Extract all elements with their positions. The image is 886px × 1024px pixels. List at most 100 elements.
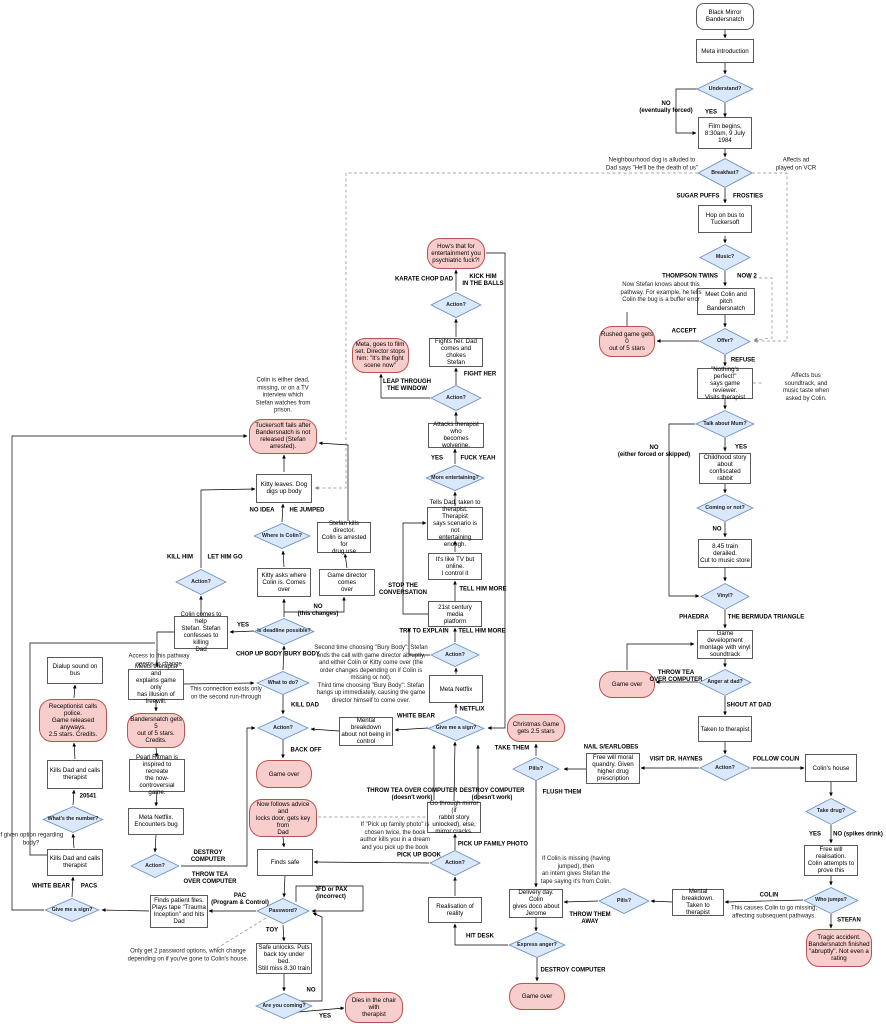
decision-vinyl: Vinyl?	[700, 582, 750, 610]
flow-edge	[101, 908, 150, 912]
node-meta-introduction: Meta introduction	[696, 39, 754, 63]
flow-edge	[650, 899, 673, 903]
node-free-will-moral-quandry: Free will moral quandry. Given higher dr…	[586, 752, 640, 784]
ending-bandersnatch-gets-5-out: Bandersnatch gets 5 out of 5 stars. Cred…	[127, 712, 185, 748]
node-meta-netflix-encounters-bug: Meta Netflix. Encounters bug	[128, 807, 184, 835]
node-kitty-asks-where-colin: Kitty asks where Colin is. Comes over	[257, 567, 311, 597]
node-fights-her-dad-comes: Fights her. Dad comes and chokes Stefan	[429, 337, 483, 367]
node-game-director-comes-over: Game director comes over	[319, 568, 375, 596]
node-game-development-montage-with: Game development montage with vinyl soun…	[697, 629, 753, 659]
node-8-45-train-derailed: 8.45 train derailed. Cut to music store	[698, 538, 752, 568]
edge-label-frosties: FROSTIES	[732, 193, 764, 200]
decision-action: Action?	[257, 716, 309, 740]
flow-edge	[297, 1006, 345, 1013]
edge-label-shout-at-dad: SHOUT AT DAD	[726, 702, 772, 709]
ending-game-over: Game over	[509, 982, 565, 1010]
decision-music: Music?	[699, 243, 751, 271]
edge-label-fight-her: FIGHT HER	[463, 371, 497, 378]
annotation-second-time-choosing-bury: Second time choosing "Bury Body": Stefan…	[314, 645, 428, 704]
edge-label-pick-up-book: PICK UP BOOK	[397, 852, 441, 859]
diamond-shape	[695, 410, 755, 438]
edge-label-visit-dr-haynes: VISIT DR. HAYNES	[649, 756, 703, 763]
edge-label-nail-s-earlobes: NAIL S/EARLOBES	[583, 744, 639, 751]
edge-label-back-off: BACK OFF	[290, 747, 322, 754]
node-it-s-like-tv: It's like TV but online. I control it	[428, 552, 482, 580]
edge-label-20541: 20541	[79, 793, 97, 800]
node-hop-on-bus-to: Hop on bus to Tuckersoft	[698, 205, 752, 233]
node-realisation-of-reality: Realisation of reality	[428, 897, 482, 923]
ending-tuckersoft-fails-after-bandersnatch: Tuckersoft fails after Bandersnatch is n…	[249, 418, 317, 454]
edge-label-he-jumped: HE JUMPED	[289, 507, 325, 514]
node-safe-unlocks-puts-back: Safe unlocks. Puts back toy under bed. S…	[256, 942, 312, 974]
node-finds-patient-files-plays: Finds patient files. Plays tape "Trauma …	[150, 894, 208, 928]
node-21st-century-media-platform: 21st century media platform	[428, 601, 482, 627]
ending-meta-goes-to-film: Meta, goes to film set. Director stops h…	[351, 337, 409, 373]
node-mental-breakdown-about-not: Mental breakdown about not being in cont…	[339, 716, 393, 746]
ending-christmas-game-gets-2: Christmas Game gets 2.5 stars	[507, 714, 565, 742]
decision-give-me-a-sign: Give me a sign?	[44, 898, 100, 922]
node-kitty-leaves-dog-digs: Kitty leaves. Dog digs up body	[256, 473, 312, 503]
edge-label-destroy-computer: DESTROY COMPUTER	[540, 967, 606, 974]
edge-label-phaedra: PHAEDRA	[679, 614, 709, 621]
edge-label-try-to-explain: TRY TO EXPLAIN	[399, 628, 449, 635]
edge-label-yes: YES	[704, 109, 718, 116]
flow-edge	[282, 645, 286, 671]
diamond-shape	[253, 617, 315, 645]
decision-coming-or-not: Coming or not?	[696, 494, 754, 522]
flow-edge	[72, 742, 77, 760]
decision-pills: Pills?	[512, 757, 560, 781]
decision-action: Action?	[699, 755, 751, 781]
decision-what-s-the-number: What's the number?	[42, 805, 104, 833]
edge-label-tell-him-more: TELL HIM MORE	[459, 586, 507, 593]
flow-edge	[281, 836, 286, 848]
decision-understand: Understand?	[696, 75, 754, 103]
flow-edge	[154, 747, 159, 758]
edge-label-destroy-computer: DESTROY COMPUTER	[190, 849, 226, 863]
decision-action: Action?	[430, 643, 480, 667]
flow-edge	[72, 684, 77, 699]
edge-label-kill-him: KILL HIM	[167, 554, 193, 561]
edge-label-take-them: TAKE THEM	[494, 745, 530, 752]
edge-label-bury-body: BURY BODY	[284, 651, 320, 658]
node-kills-dad-and-calls: Kills Dad and calls therapist	[47, 759, 103, 789]
decision-action: Action?	[429, 850, 481, 876]
annotation-affects-ad-played-on: Affects ad played on VCR	[775, 157, 817, 172]
decision-is-deadline-possible: Is deadline possible?	[253, 617, 315, 645]
flow-edge	[724, 899, 804, 904]
annotation-access-to-this-pathway: Access to this pathway seems to change	[128, 653, 190, 668]
edge-label-throw-tea-over-computer: THROW TEA OVER COMPUTER	[649, 669, 703, 683]
decision-are-you-coming: Are you coming?	[255, 993, 313, 1019]
decision-action: Action?	[175, 569, 227, 595]
edge-label-leap-through-the-window: LEAP THROUGH THE WINDOW	[383, 378, 431, 392]
decision-anger-at-dad: Anger at dad?	[698, 668, 752, 696]
flow-edge	[402, 521, 430, 615]
edge-label-destroy-computer-doesn-t: DESTROY COMPUTER (doesn't work)	[459, 787, 525, 801]
edge-label-kill-dad: KILL DAD	[291, 702, 319, 709]
node-childhood-story-about-confiscated: Childhood story about confiscated rabbit	[699, 452, 751, 484]
diamond-shape	[425, 465, 485, 491]
decision-action: Action?	[430, 292, 482, 318]
diamond-shape	[699, 243, 751, 271]
node-colin-s-house: Colin's house	[805, 754, 857, 782]
edge-label-no: NO	[712, 526, 722, 533]
edge-label-pacs: PACS	[80, 883, 98, 890]
flow-edge	[181, 726, 256, 867]
decision-who-jumps: Who jumps?	[803, 886, 859, 914]
diamond-shape	[429, 850, 481, 876]
decision-talk-about-mum: Talk about Mum?	[695, 410, 755, 438]
diamond-shape	[430, 643, 480, 667]
flow-edge	[71, 789, 76, 806]
edge-label-yes: YES	[318, 1013, 332, 1020]
node-meta-netflix: Meta Netflix	[429, 675, 483, 703]
node-go-through-mirror-if: Go through mirror (if rabbit story unloc…	[427, 800, 481, 835]
node-attacks-therapist-who-becomes: Attacks therapist who becomes wolverine.	[428, 421, 484, 449]
diamond-shape	[696, 75, 754, 103]
diamond-shape	[697, 158, 753, 188]
edge-label-no-this-changes: NO (this changes)	[297, 603, 339, 617]
ending-rushed-game-gets-0: Rushed game gets 0 out of 5 stars	[599, 325, 655, 357]
edge-label-karate-chop-dad: KARATE CHOP DAD	[394, 276, 454, 283]
flow-edge	[281, 924, 286, 942]
flow-edge	[453, 741, 457, 802]
edge-label-white-bear: WHITE BEAR	[32, 883, 70, 890]
decision-give-me-a-sign: Give me a sign?	[427, 715, 485, 741]
